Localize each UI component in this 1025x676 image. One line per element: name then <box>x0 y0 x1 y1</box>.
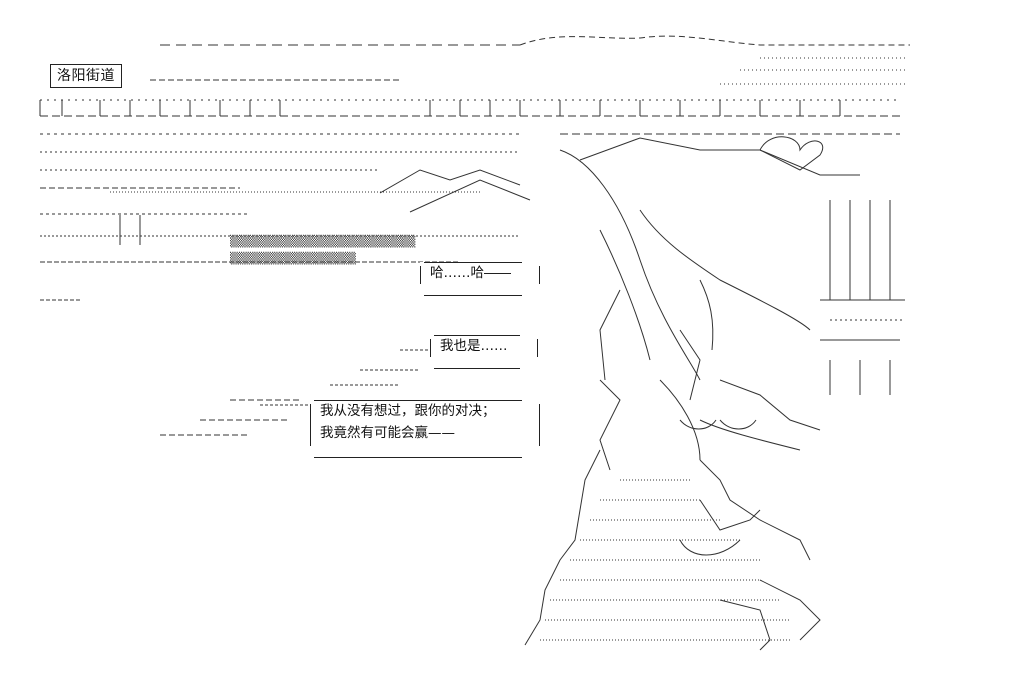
svg-text:▒▒▒▒▒▒▒▒▒▒▒▒▒▒▒▒▒▒▒: ▒▒▒▒▒▒▒▒▒▒▒▒▒▒▒▒▒▒▒ <box>230 251 356 265</box>
speech-bubble-haha: 哈……哈―― <box>420 262 540 302</box>
location-sign-text: 洛阳街道 <box>57 68 115 84</box>
speech-bubble-haha-text: 哈……哈―― <box>430 265 511 281</box>
svg-text:▒▒▒▒▒▒▒▒▒▒▒▒▒▒▒▒▒▒▒▒▒▒▒▒▒▒▒▒: ▒▒▒▒▒▒▒▒▒▒▒▒▒▒▒▒▒▒▒▒▒▒▒▒▒▒▒▒ <box>230 234 416 248</box>
speech-bubble-dialogue-line2: 我竟然有可能会赢—— <box>320 425 455 441</box>
speech-bubble-me-too: 我也是…… <box>430 335 538 375</box>
location-sign: 洛阳街道 <box>50 64 122 88</box>
speech-bubble-dialogue-line1: 我从没有想过，跟你的对决； <box>320 403 496 419</box>
speech-bubble-dialogue: 我从没有想过，跟你的对决； 我竟然有可能会赢—— <box>310 400 540 464</box>
speech-bubble-me-too-text: 我也是…… <box>440 338 508 354</box>
